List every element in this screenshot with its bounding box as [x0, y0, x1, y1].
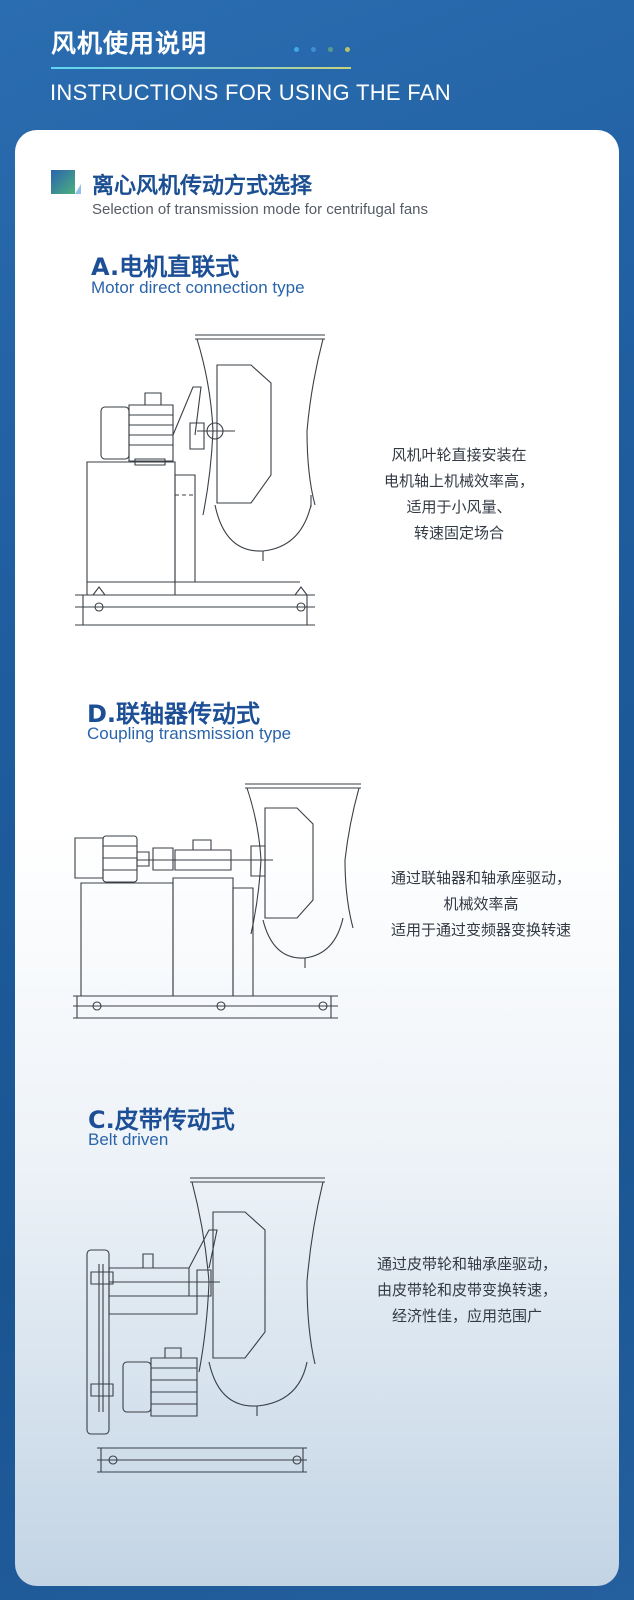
- header-divider: [51, 67, 351, 69]
- dot-1: [294, 47, 299, 52]
- type-a-desc-line: 风机叶轮直接安装在: [391, 446, 527, 464]
- section-title: 离心风机传动方式选择: [92, 174, 313, 199]
- coupling-drive-fan-diagram: [73, 778, 363, 1023]
- type-a-desc-line: 电机轴上机械效率高，: [383, 472, 534, 490]
- type-a-desc-line: 转速固定场合: [413, 524, 504, 542]
- type-d-title: D.联轴器传动式: [87, 700, 261, 728]
- type-d-description: 通过联轴器和轴承座驱动， 机械效率高 适用于通过变频器变换转速: [371, 865, 591, 943]
- type-c-subtitle: Belt driven: [88, 1130, 169, 1149]
- dot-3: [328, 47, 333, 52]
- section-square-icon: [51, 170, 81, 194]
- type-c-title: C.皮带传动式: [88, 1106, 235, 1134]
- page-subtitle: INSTRUCTIONS FOR USING THE FAN: [50, 80, 451, 105]
- dot-4: [345, 47, 350, 52]
- decorative-dots: [294, 47, 350, 52]
- type-c-desc-line: 通过皮带轮和轴承座驱动，: [376, 1255, 557, 1273]
- section-subtitle: Selection of transmission mode for centr…: [92, 201, 428, 218]
- dot-2: [311, 47, 316, 52]
- type-d-desc-line: 机械效率高: [443, 895, 519, 913]
- type-a-subtitle: Motor direct connection type: [91, 278, 305, 297]
- type-d-subtitle: Coupling transmission type: [87, 724, 292, 743]
- type-d-desc-line: 适用于通过变频器变换转速: [390, 921, 571, 939]
- content-card: 离心风机传动方式选择 Selection of transmission mod…: [15, 130, 619, 1586]
- type-d-desc-line: 通过联轴器和轴承座驱动，: [390, 869, 571, 887]
- page-title: 风机使用说明: [51, 29, 208, 58]
- belt-drive-fan-diagram: [85, 1172, 345, 1482]
- type-a-desc-line: 适用于小风量、: [406, 498, 512, 516]
- type-a-title: A.电机直联式: [91, 253, 240, 281]
- type-c-description: 通过皮带轮和轴承座驱动， 由皮带轮和皮带变换转速， 经济性佳，应用范围广: [367, 1251, 567, 1329]
- type-c-desc-line: 由皮带轮和皮带变换转速，: [376, 1281, 557, 1299]
- type-a-description: 风机叶轮直接安装在 电机轴上机械效率高， 适用于小风量、 转速固定场合: [369, 442, 549, 546]
- type-c-desc-line: 经济性佳，应用范围广: [391, 1307, 542, 1325]
- direct-drive-fan-diagram: [75, 325, 325, 635]
